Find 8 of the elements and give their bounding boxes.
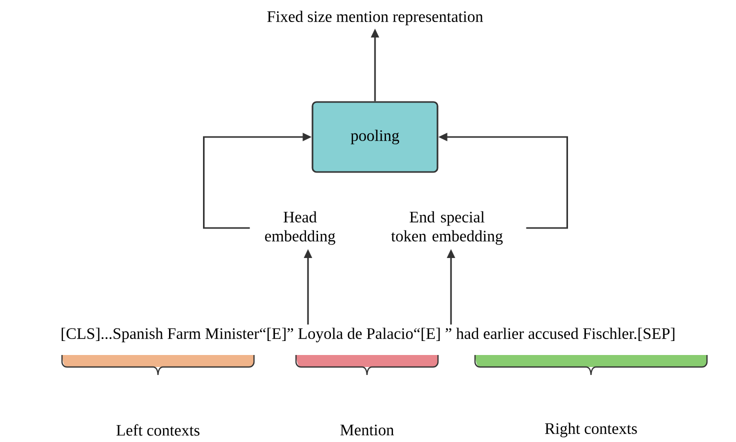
label-text: Left contexts — [116, 424, 200, 436]
title-text: Fixed size mention representation — [267, 10, 483, 26]
input-label: End special token embedding — [391, 211, 503, 245]
sentence-text: [CLS]...Spanish Farm Minister“[E]” Loyola de Palacio“[E] ” had earlier accused Fischler.[SEP] — [62, 328, 674, 342]
process-box: pooling — [312, 101, 438, 173]
label-text: Right contexts — [545, 422, 637, 438]
label-text: Mention — [340, 424, 394, 436]
input-label: Head embedding — [265, 211, 336, 245]
